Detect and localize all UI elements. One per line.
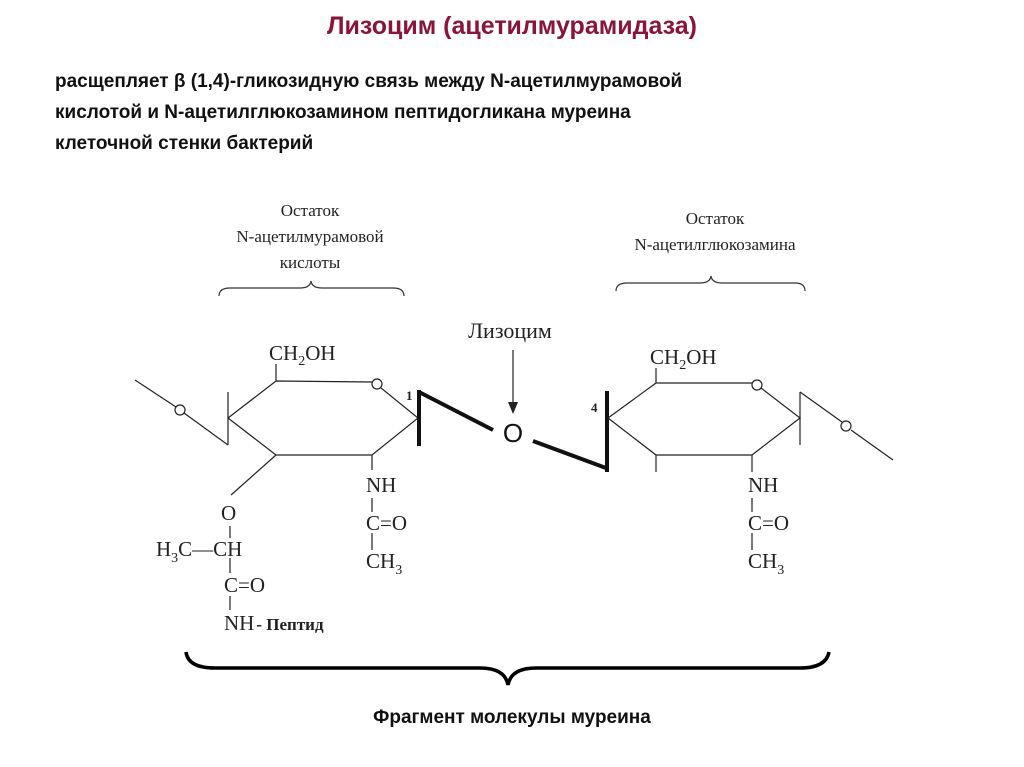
description-line: клеточной стенки бактерий	[55, 133, 314, 154]
fragment-brace	[184, 651, 831, 686]
methyl-label: CH3	[748, 549, 784, 578]
right-substituents: CH2OH NH C=O CH3	[650, 345, 789, 578]
right-residue-label: Остаток N-ацетилглюкозамина	[634, 209, 796, 254]
left-residue-brace	[218, 280, 405, 297]
lysozyme-label: Лизоцим	[468, 318, 552, 343]
ch2oh-label: CH2OH	[650, 345, 717, 373]
left-substituents: CH2OH NH C=O CH3 O H3C—CH C=O NH- Пептид	[156, 341, 407, 635]
position-4-label: 4	[591, 400, 598, 415]
nh-label: NH	[748, 473, 778, 497]
slide-title: Лизоцим (ацетилмурамидаза)	[326, 12, 697, 40]
left-label-line: кислоты	[280, 253, 341, 272]
nh-label: NH	[366, 473, 396, 497]
position-1-label: 1	[406, 388, 413, 403]
methyl-label: CH3	[366, 549, 402, 578]
ch2oh-label: CH2OH	[269, 341, 336, 369]
carbonyl-label: C=O	[748, 511, 789, 535]
carbonyl-label: C=O	[366, 511, 407, 535]
glycosidic-oxygen: O	[503, 418, 523, 448]
left-residue-label: Остаток N-ацетилмурамовой кислоты	[236, 201, 383, 272]
description-line: кислотой и N-ацетилглюкозамином пептидог…	[55, 102, 631, 123]
nh-peptide-label: NH- Пептид	[224, 611, 324, 635]
ether-oxygen-label: O	[221, 501, 236, 525]
carbonyl-label: C=O	[224, 573, 265, 597]
glycosidic-bond	[417, 390, 609, 472]
lactyl-label: H3C—CH	[156, 537, 242, 566]
left-label-line: N-ацетилмурамовой	[236, 227, 383, 246]
description-line: расщепляет β (1,4)-гликозидную связь меж…	[55, 71, 683, 92]
right-label-line: N-ацетилглюкозамина	[634, 235, 796, 254]
right-ring	[606, 368, 894, 550]
left-label-line: Остаток	[281, 201, 340, 220]
diagram-caption: Фрагмент молекулы муреина	[373, 707, 651, 728]
description: расщепляет β (1,4)-гликозидную связь меж…	[55, 66, 955, 159]
right-label-line: Остаток	[686, 209, 745, 228]
right-residue-brace	[615, 275, 806, 292]
arrow-head-icon	[508, 402, 518, 414]
